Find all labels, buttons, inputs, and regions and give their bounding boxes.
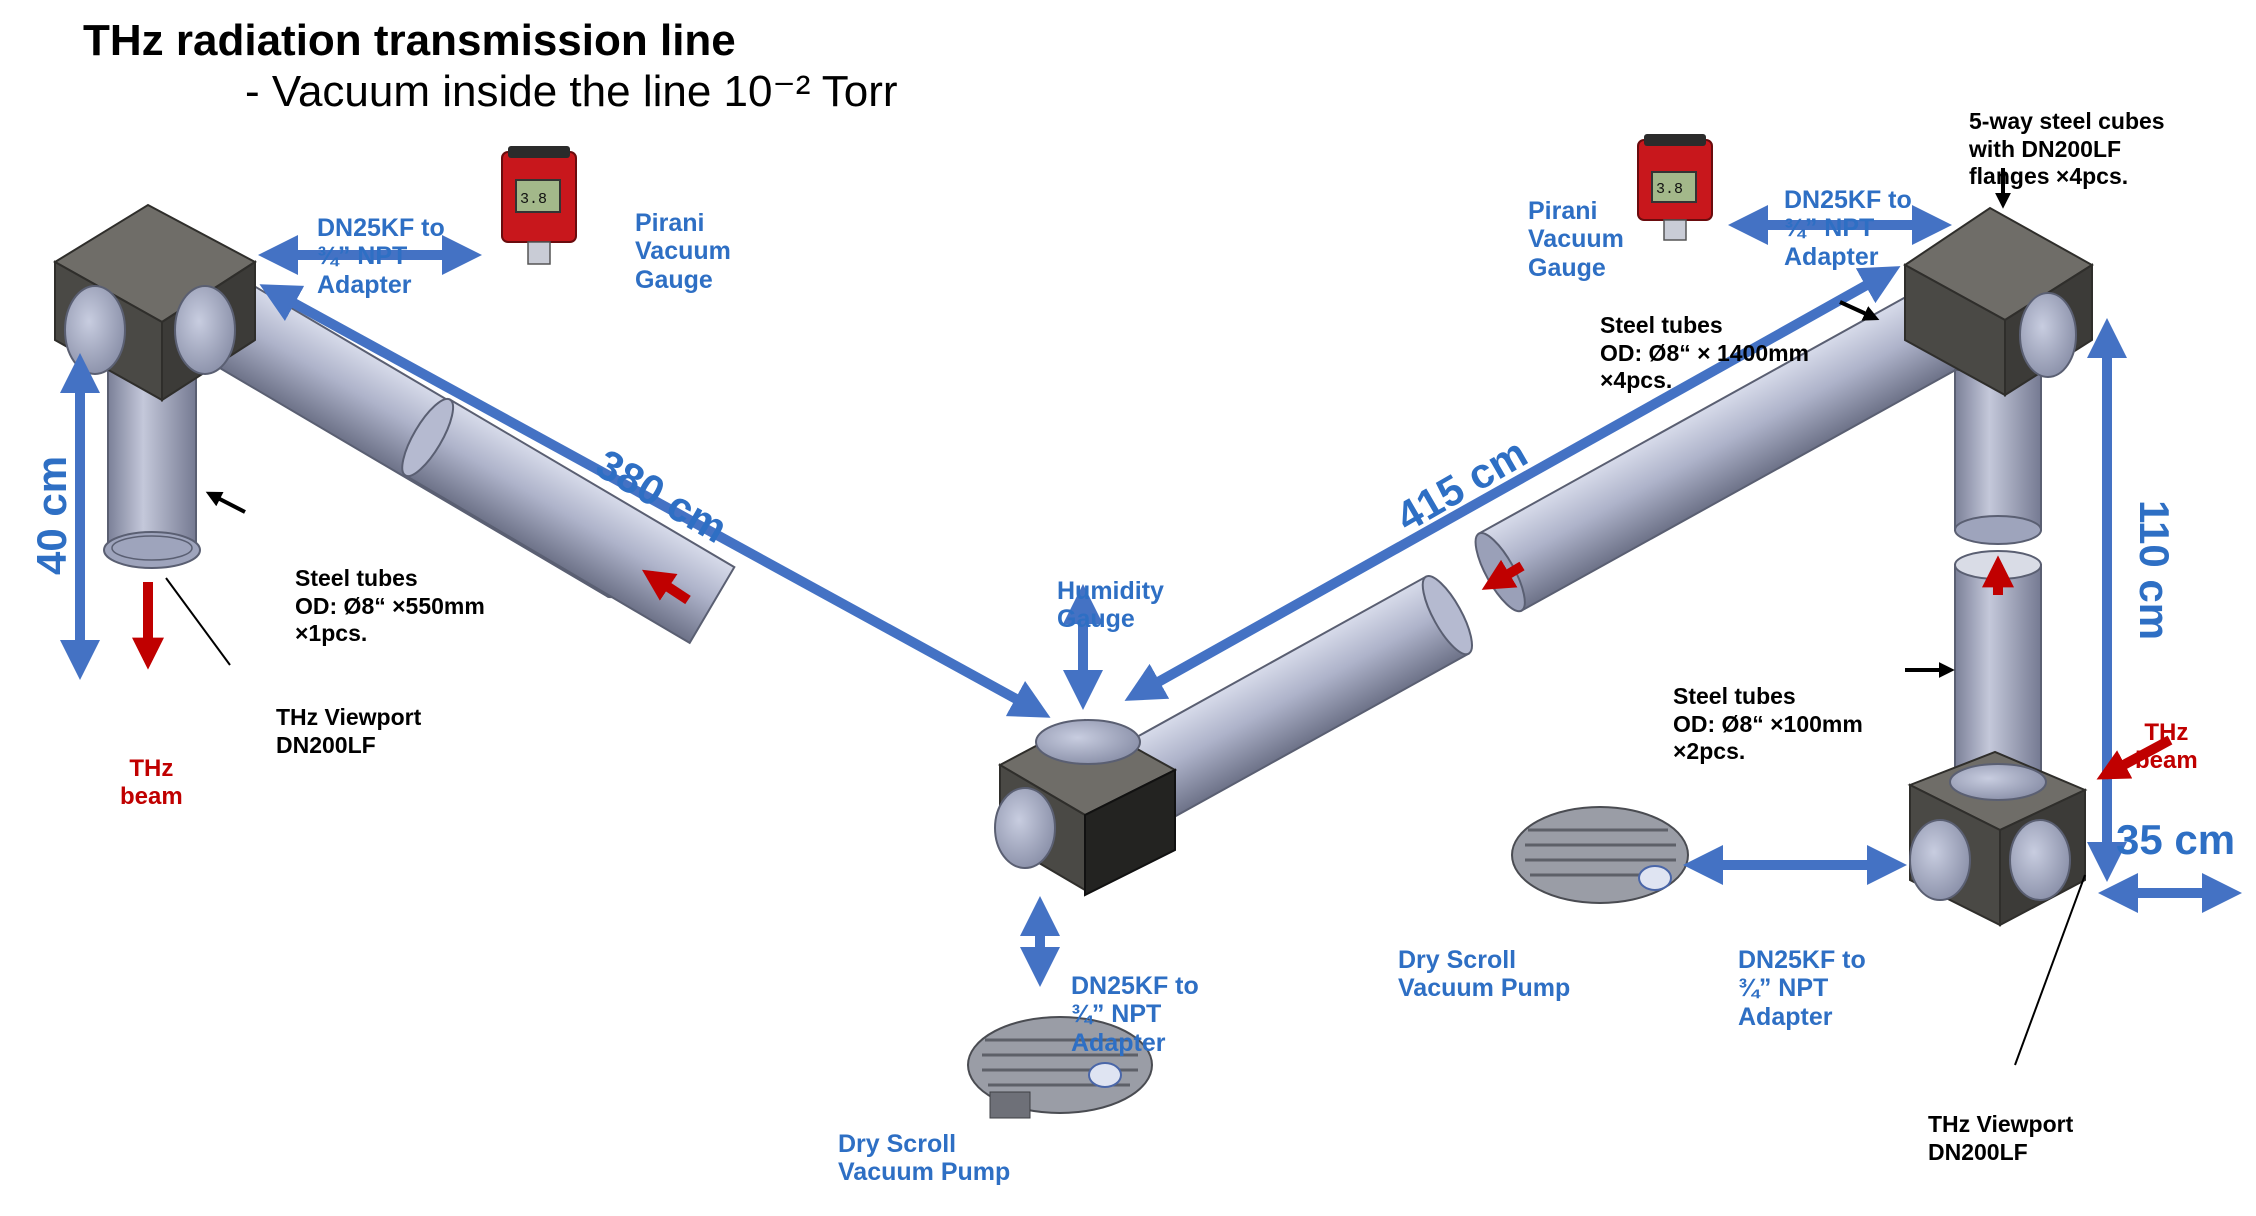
beam-arrow-left-tube: [641, 569, 691, 605]
steel-cube-center: [994, 718, 1178, 897]
gauge-display-right: 3.8: [1656, 181, 1683, 198]
dimension-label-40cm: 40 cm: [28, 455, 75, 575]
page-title: THz radiation transmission line: [83, 16, 736, 65]
beam-arrow-right-entry: [2096, 735, 2173, 780]
dry-scroll-pump-right: [1511, 806, 1689, 904]
gauge-display-left: 3.8: [520, 191, 547, 208]
page-subtitle: - Vacuum inside the line 10⁻² Torr: [245, 67, 898, 116]
pirani-gauge-right: 3.8: [1637, 134, 1713, 241]
beam-arrow-right-tube: [1481, 559, 1525, 590]
steel-tube-right-vertical-upper: [1954, 369, 2042, 545]
pointer-arrows: [165, 168, 2086, 1066]
dimension-arrow-415cm: [1124, 266, 1901, 701]
transmission-line-diagram: 3.8 3.8: [53, 134, 2242, 1119]
dimension-arrow-380cm: [259, 284, 1051, 718]
steel-cube-bottom-right: [1907, 750, 2088, 927]
steel-tube-right-lower: [1127, 575, 1473, 820]
pirani-gauge-left: 3.8: [501, 146, 577, 265]
steel-cube-top-left: [53, 203, 257, 402]
steel-tube-right-vertical-lower: [1954, 550, 2042, 786]
dimension-arrows: [60, 205, 2242, 987]
dimension-label-110cm: 110 cm: [2131, 500, 2178, 641]
dry-scroll-pump-center: [967, 1016, 1153, 1119]
thz-beam-arrows: [131, 555, 2173, 780]
dimension-label-35cm: 35 cm: [2116, 816, 2236, 863]
